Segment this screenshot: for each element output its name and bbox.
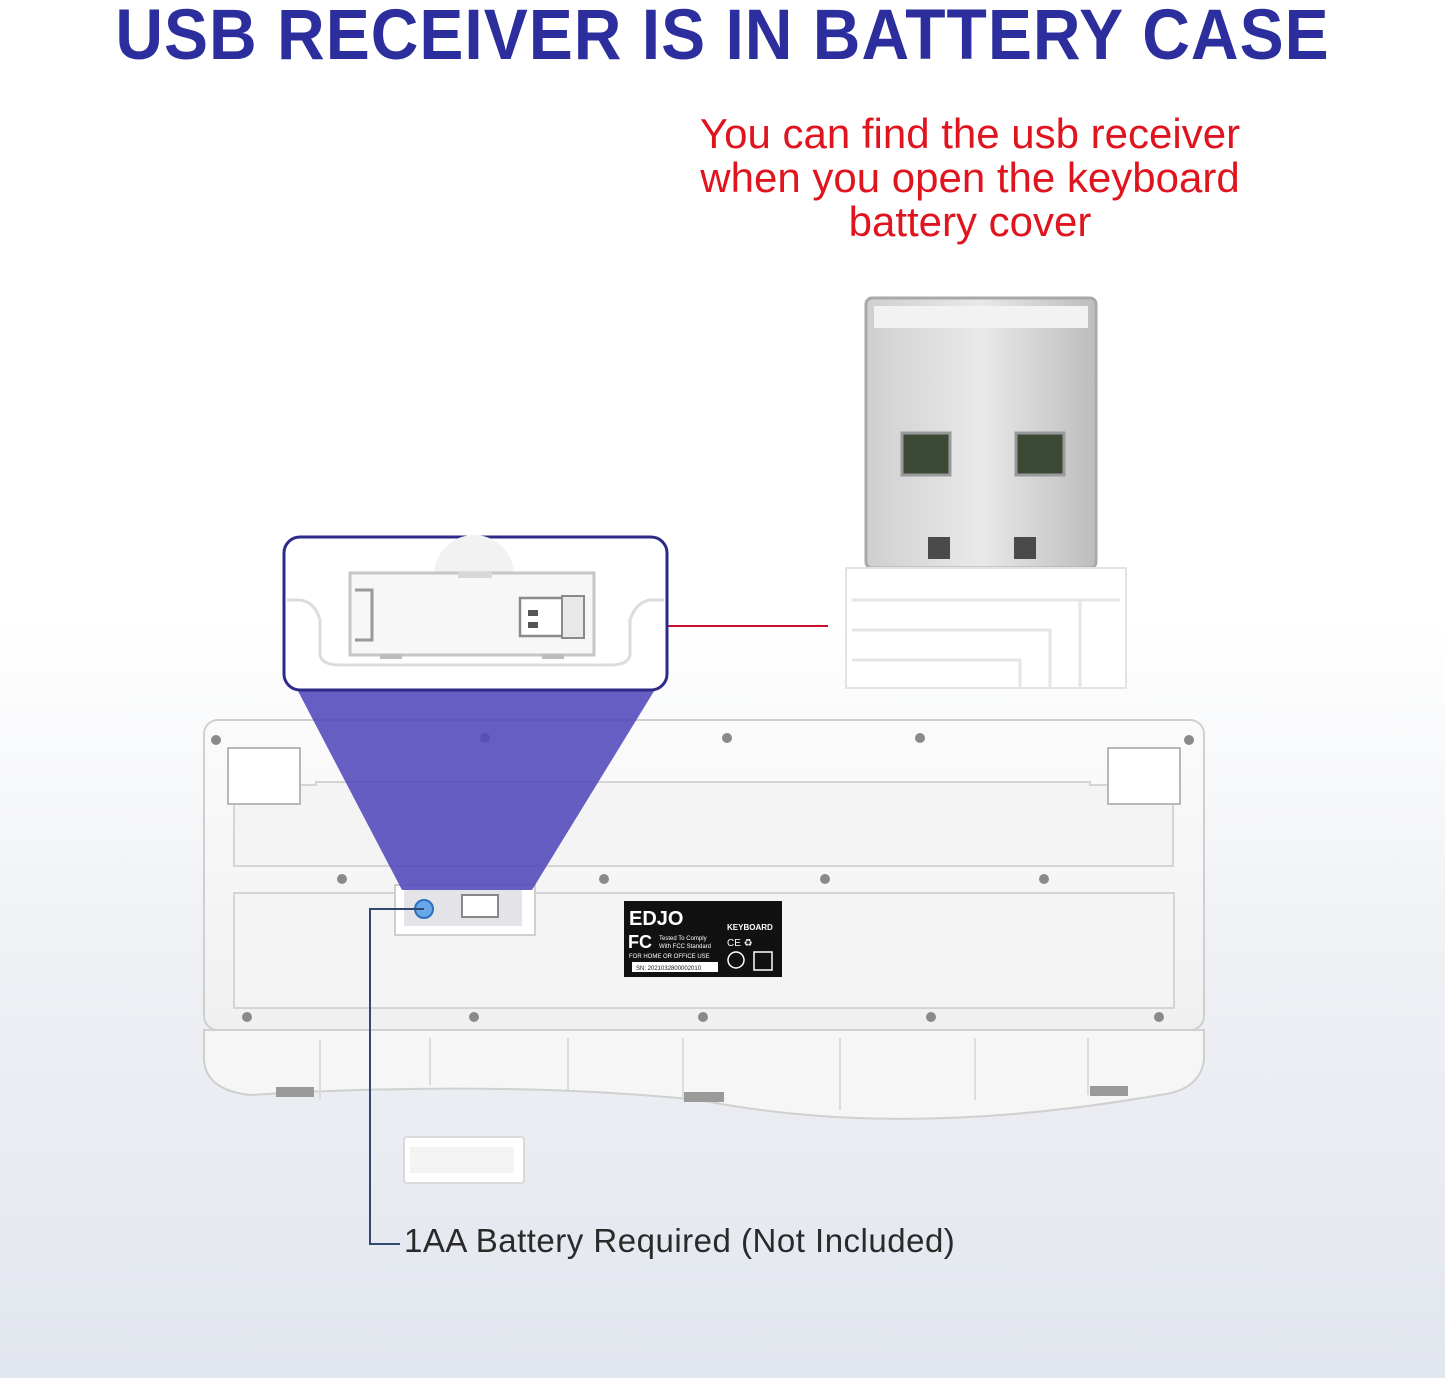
sticker-product: KEYBOARD	[727, 923, 773, 932]
page-title: USB RECEIVER IS IN BATTERY CASE	[115, 0, 1330, 74]
usb-receiver-small-icon	[518, 596, 566, 638]
sticker-usage: FOR HOME OR OFFICE USE	[629, 954, 710, 960]
callout-line-1: You can find the usb receiver	[699, 110, 1241, 157]
battery-compartment-zoom	[282, 535, 669, 692]
battery-note: 1AA Battery Required (Not Included)	[404, 1222, 956, 1259]
zoom-projection	[287, 670, 667, 890]
callout-line-3: battery cover	[848, 198, 1092, 245]
label-sticker: EDJO KEYBOARD FC Tested To Comply With F…	[624, 901, 782, 977]
sticker-serial: SN: 2021032800002010	[636, 966, 702, 972]
battery-cover-icon	[403, 1136, 525, 1184]
certification-icon	[727, 951, 745, 969]
sticker-fcc-line2: With FCC Standard	[659, 944, 711, 950]
callout-text: You can find the usb receiver when you o…	[640, 112, 1300, 244]
sticker-fcc-line1: Tested To Comply	[659, 936, 707, 942]
waste-icon	[753, 951, 773, 971]
fcc-icon: FC	[628, 932, 652, 952]
ce-icon: CE ♻	[727, 938, 753, 949]
callout-line-2: when you open the keyboard	[700, 154, 1240, 201]
sticker-brand: EDJO	[629, 908, 683, 930]
note-leader-line	[369, 908, 424, 1245]
usb-receiver-icon	[845, 296, 1127, 689]
